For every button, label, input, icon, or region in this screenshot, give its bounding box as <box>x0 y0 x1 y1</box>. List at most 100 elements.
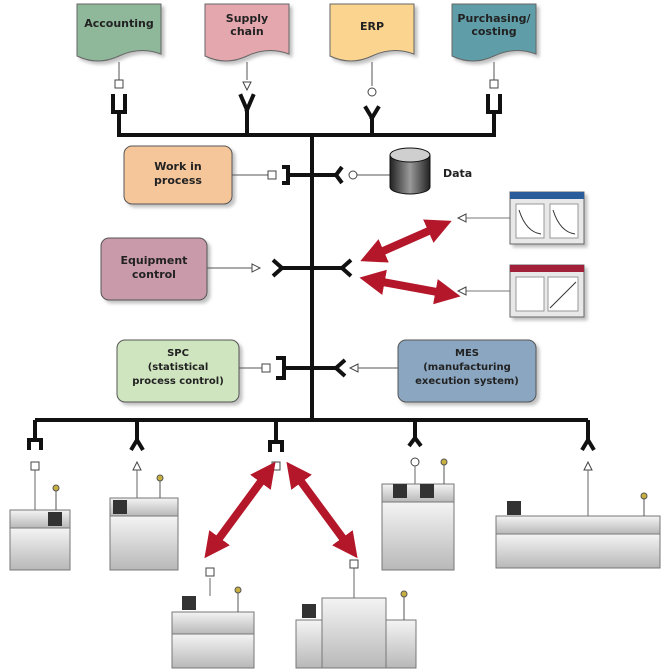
trend-line <box>549 281 577 309</box>
control-panel-icon <box>113 500 127 514</box>
machine-2 <box>109 474 179 571</box>
document-shape <box>76 3 162 62</box>
square-port-icon <box>267 170 277 180</box>
module-spc: SPC (statistical process control) <box>116 339 240 403</box>
machine-5 <box>171 586 255 669</box>
control-panel-icon <box>393 484 407 498</box>
triangle-port-icon <box>251 263 262 273</box>
triangle-port-icon <box>348 363 359 373</box>
spc-label-3: process control) <box>132 376 224 387</box>
control-panel-icon <box>48 512 62 526</box>
machine-body <box>109 515 179 571</box>
machine-body <box>381 501 455 571</box>
control-panel-icon <box>420 484 434 498</box>
title-bar <box>510 192 584 199</box>
machine-top <box>381 483 455 503</box>
machine-side <box>385 619 417 669</box>
machine-top <box>495 515 661 535</box>
wip-label-2: process <box>154 174 202 187</box>
machine-6 <box>295 590 417 669</box>
system-accounting: Accounting <box>76 3 162 62</box>
purchasing-label-1: Purchasing/ <box>457 12 531 25</box>
double-arrow-icon <box>360 219 452 263</box>
module-work-in-process: Work in process <box>123 145 233 205</box>
square-port-icon <box>349 559 359 569</box>
bottom-bus <box>27 418 596 452</box>
system-connector-lines <box>118 62 495 86</box>
signal-light-icon <box>156 474 164 482</box>
system-purchasing: Purchasing/ costing <box>451 3 537 62</box>
chart-panel <box>515 276 545 312</box>
triangle-port-icon <box>456 213 467 223</box>
machine-body <box>321 597 387 669</box>
equipment-label-2: control <box>132 268 176 281</box>
bus-tap-spc <box>276 356 347 380</box>
module-box <box>116 339 240 403</box>
double-arrow-icon <box>286 461 358 559</box>
machine-4 <box>495 492 661 569</box>
chart-panel <box>549 203 579 239</box>
database-top <box>389 147 431 163</box>
control-panel-icon <box>507 501 521 515</box>
machine-3 <box>381 458 455 571</box>
square-port-icon <box>261 363 271 373</box>
double-arrow-icon <box>204 461 276 559</box>
spc-label-2: (statistical <box>148 362 209 373</box>
double-arrow-icon <box>359 269 461 305</box>
machine-top <box>171 611 255 635</box>
machine-body <box>9 527 71 571</box>
machine-body <box>171 633 255 669</box>
triangle-port-icon <box>456 286 467 296</box>
erp-label: ERP <box>360 20 384 33</box>
chart-panel <box>515 203 545 239</box>
module-mes: MES (manufacturing execution system) <box>397 339 537 403</box>
curve-line <box>552 209 576 235</box>
wip-label-1: Work in <box>154 160 201 173</box>
monitor-screen-2 <box>456 264 585 318</box>
data-label: Data <box>443 167 472 180</box>
top-bus <box>111 93 502 137</box>
document-shape <box>329 3 415 62</box>
database-icon <box>389 155 431 195</box>
square-port-icon <box>271 461 281 471</box>
control-panel-icon <box>302 604 316 618</box>
machine-body <box>495 533 661 569</box>
signal-light-icon <box>52 484 60 492</box>
supply-chain-label-1: Supply <box>226 12 268 25</box>
mes-label-2: (manufacturing <box>423 362 511 373</box>
spc-label-1: SPC <box>167 348 189 359</box>
machine-port-symbols <box>30 457 593 471</box>
title-bar <box>510 265 584 272</box>
document-shape <box>204 3 290 62</box>
module-box <box>100 237 208 301</box>
bus-tap-wip <box>282 165 344 185</box>
machine-connector-lines <box>34 466 589 598</box>
square-port-icon <box>489 79 499 89</box>
machine-1 <box>9 484 71 571</box>
square-port-icon <box>114 79 124 89</box>
circle-port-icon <box>410 457 420 467</box>
equipment-label-1: Equipment <box>121 254 188 267</box>
purchasing-label-2: costing <box>471 25 516 38</box>
circle-port-icon <box>348 170 358 180</box>
signal-light-icon <box>234 586 242 594</box>
triangle-port-icon <box>242 81 252 92</box>
bus-tap-equipment <box>271 258 353 278</box>
signal-light-icon <box>440 458 448 466</box>
module-equipment-control: Equipment control <box>100 237 208 301</box>
square-port-icon <box>205 567 215 577</box>
circle-port-icon <box>367 87 377 97</box>
data-store: Data <box>389 147 472 195</box>
curve-line <box>518 209 542 235</box>
system-erp: ERP <box>329 3 415 62</box>
accounting-label: Accounting <box>84 17 154 30</box>
control-panel-icon <box>182 596 196 610</box>
system-port-symbols <box>114 79 499 97</box>
square-port-icon <box>30 461 40 471</box>
machine-side <box>295 619 323 669</box>
signal-light-icon <box>400 590 408 598</box>
system-supply-chain: Supply chain <box>204 3 290 62</box>
document-shape <box>451 3 537 62</box>
mes-label-3: execution system) <box>415 376 519 387</box>
